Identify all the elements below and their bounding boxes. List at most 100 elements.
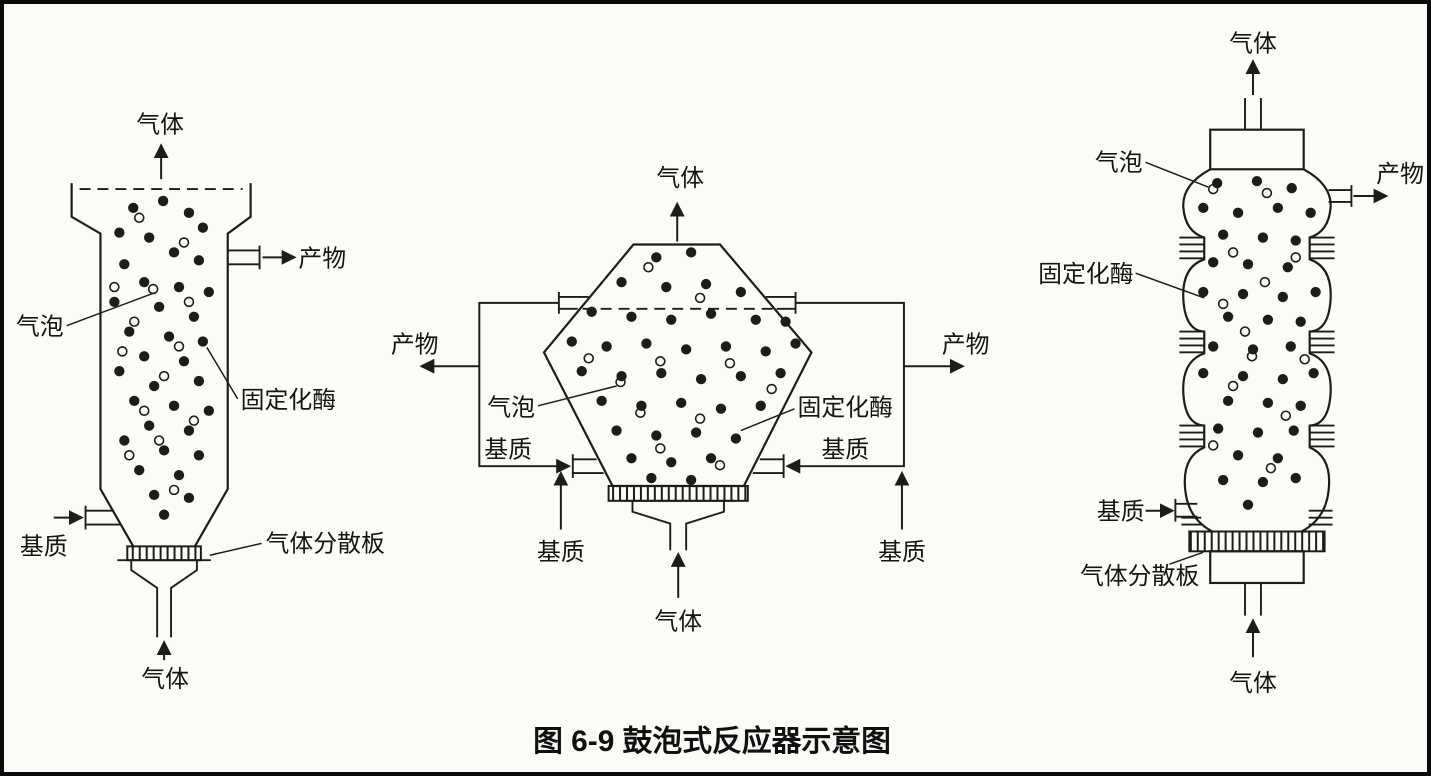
enzyme-particle-dot	[1272, 453, 1284, 464]
enzyme-leader-line	[740, 408, 795, 432]
enzyme-particle-dot	[616, 276, 627, 288]
bottom-cone-and-pipe	[117, 559, 211, 638]
enzyme-particle-dot	[178, 356, 190, 367]
enzyme-particle-dot	[601, 341, 612, 352]
distributor-leader-line	[209, 542, 262, 556]
enzyme-particle-dot	[1213, 423, 1224, 434]
gas-bubble-dot	[1280, 410, 1292, 421]
gas-bubble-dot	[1227, 247, 1239, 258]
enzyme-particle-dot	[755, 400, 766, 411]
enzyme-particle-dot	[1198, 368, 1209, 379]
enzyme-particle-dot	[1290, 472, 1301, 484]
enzyme-particle-dot	[1308, 368, 1319, 379]
enzyme-particle-dot	[1198, 202, 1209, 214]
enzyme-particle-dot	[144, 232, 155, 243]
enzyme-particle-dot	[1305, 207, 1316, 218]
enzyme-particle-dot	[168, 400, 180, 411]
enzyme-particle-dot	[651, 252, 662, 263]
distributor-plate-label: 气体分散板	[266, 530, 385, 557]
enzyme-particle-dot	[1257, 476, 1269, 488]
enzyme-particle-dot	[163, 331, 175, 342]
gas-bubble-dot	[583, 353, 594, 364]
enzyme-particle-dot	[109, 296, 120, 308]
enzyme-particle-dot	[626, 453, 637, 464]
enzyme-particle-dot	[1277, 291, 1288, 303]
enzyme-particle-dot	[193, 255, 205, 266]
substrate-left-label: 基质	[484, 436, 532, 463]
bubbles-left	[109, 195, 215, 520]
gas-bubble-dot	[1217, 298, 1229, 310]
bubble-leader-line	[1145, 161, 1209, 188]
product-nozzle	[1328, 185, 1353, 207]
enzyme-particle-dot	[666, 314, 677, 325]
enzyme-label: 固定化酶	[798, 395, 893, 422]
distributor-leader-line	[1169, 551, 1204, 565]
enzyme-particle-dot	[715, 403, 727, 414]
gas-bubble-dot	[724, 358, 736, 369]
gas-bubble-dot	[1207, 440, 1219, 451]
enzyme-particle-dot	[1198, 286, 1209, 298]
vessel-outline	[542, 243, 813, 488]
gas-top-label: 气体	[656, 165, 704, 192]
gas-bubble-dot	[168, 484, 180, 496]
reactor-middle-hexagonal: 气体 产物 产物 气泡 固定化酶 基质 基质 基质 基质 气体	[391, 165, 990, 635]
bubble-label: 气泡	[1095, 149, 1143, 176]
enzyme-particle-dot	[700, 278, 712, 290]
enzyme-particle-dot	[193, 450, 205, 461]
gas-bubble-dot	[1239, 326, 1251, 337]
enzyme-particle-dot	[203, 405, 215, 416]
product-left-label: 产物	[391, 331, 439, 358]
enzyme-particle-dot	[1288, 425, 1299, 436]
bubble-label: 气泡	[487, 395, 535, 422]
diagram-canvas: 气体 产物 气泡 固定化酶 基质 气体分散板 气体 气体 产物 产物 气泡 固定…	[16, 31, 1424, 759]
enzyme-particle-dot	[173, 281, 185, 293]
bottom-cone-and-pipe	[620, 499, 736, 551]
gas-bubble-dot	[694, 413, 706, 424]
enzyme-particle-dot	[775, 368, 786, 379]
enzyme-particle-dot	[611, 425, 622, 436]
enzyme-particle-dot	[1222, 395, 1234, 407]
gas-bubble-dot	[1290, 252, 1302, 263]
enzyme-particle-dot	[760, 346, 771, 357]
enzyme-particle-dot	[1212, 177, 1223, 189]
gas-bubble-dot	[1265, 462, 1277, 474]
enzyme-particle-dot	[1262, 397, 1274, 408]
enzyme-particle-dot	[1217, 229, 1229, 240]
gas-bubble-dot	[183, 296, 195, 308]
gas-bubble-dot	[138, 405, 150, 417]
enzyme-particle-dot	[680, 344, 692, 355]
enzyme-particle-dot	[685, 247, 697, 258]
gas-bottom-label: 气体	[1229, 670, 1277, 697]
gas-distributor-plate	[1188, 530, 1326, 553]
enzyme-particle-dot	[720, 341, 732, 352]
enzyme-particle-dot	[128, 202, 139, 214]
enzyme-particle-dot	[1295, 400, 1306, 411]
gas-bubble-dot	[714, 459, 726, 471]
enzyme-particle-dot	[1285, 341, 1296, 352]
substrate-nozzle	[1174, 498, 1198, 522]
enzyme-particle-dot	[158, 445, 170, 456]
enzyme-particle-dot	[1290, 235, 1301, 246]
enzyme-particle-dot	[114, 366, 125, 377]
enzyme-particle-dot	[183, 492, 195, 504]
enzyme-particle-dot	[1208, 257, 1219, 268]
enzyme-particle-dot	[656, 368, 667, 379]
enzyme-particle-dot	[1282, 262, 1293, 273]
enzyme-particle-dot	[197, 336, 209, 347]
gas-bubble-dot	[133, 212, 145, 224]
enzyme-particle-dot	[695, 373, 707, 385]
gas-bubble-dot	[117, 346, 128, 357]
bubbles-right	[1198, 176, 1321, 510]
gas-bottom-label: 气体	[654, 609, 702, 636]
enzyme-particle-dot	[1252, 427, 1264, 438]
enzyme-particle-dot	[626, 311, 637, 322]
bubble-leader-line	[66, 292, 155, 327]
enzyme-particle-dot	[183, 425, 195, 436]
gas-bubble-dot	[655, 356, 666, 367]
enzyme-particle-dot	[134, 464, 145, 476]
vessel-outline	[1182, 168, 1332, 533]
enzyme-particle-dot	[596, 395, 607, 407]
gas-bubble-dot	[124, 450, 135, 461]
bottom-cap	[1209, 550, 1305, 585]
gas-bubble-dot	[1207, 183, 1219, 195]
